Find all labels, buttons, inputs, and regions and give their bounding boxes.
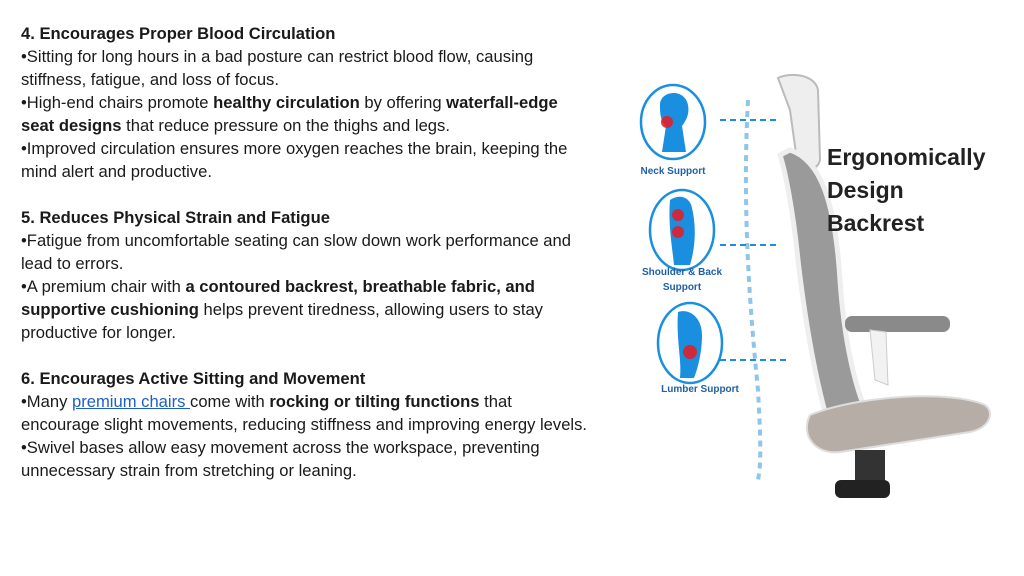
- premium-chairs-link[interactable]: premium chairs: [72, 392, 191, 411]
- lumbar-support-label: Lumber Support: [661, 384, 739, 395]
- section-5-heading: 5. Reduces Physical Strain and Fatigue: [21, 208, 330, 227]
- lumbar-support-badge: [656, 301, 724, 385]
- neck-support-label: Neck Support: [640, 166, 706, 177]
- seat-cushion: [805, 395, 991, 454]
- shoulder-back-support-badge: [648, 188, 716, 272]
- ergonomic-chair-figure: Neck Support Shoulder & Back Support Lum…: [630, 60, 1000, 510]
- section-6-bullet-1: •Many premium chairs come with rocking o…: [21, 392, 588, 434]
- neck-support-badge: [639, 83, 707, 161]
- figure-title-line2: Design: [827, 177, 904, 203]
- figure-title-line1: Ergonomically: [827, 144, 986, 170]
- section-4-bullet-2: •High-end chairs promote healthy circula…: [21, 93, 558, 135]
- armrest-pad: [845, 316, 950, 332]
- shoulder-back-label-line2: Support: [663, 282, 702, 293]
- chair-base: [855, 450, 885, 485]
- section-6-bullet-2: •Swivel bases allow easy movement across…: [21, 438, 540, 480]
- section-6-heading: 6. Encourages Active Sitting and Movemen…: [21, 369, 366, 388]
- article-text: 4. Encourages Proper Blood Circulation •…: [21, 22, 591, 482]
- spine-curve-line: [743, 99, 763, 481]
- shoulder-back-label-line1: Shoulder & Back: [642, 267, 722, 278]
- chair-wheel: [835, 480, 890, 498]
- section-5-bullet-2: •A premium chair with a contoured backre…: [21, 277, 543, 342]
- section-4-bullet-3: •Improved circulation ensures more oxyge…: [21, 139, 568, 181]
- armrest-support: [869, 329, 889, 386]
- chair-illustration: Neck Support Shoulder & Back Support Lum…: [639, 73, 991, 498]
- section-4-heading: 4. Encourages Proper Blood Circulation: [21, 24, 336, 43]
- section-4-bullet-1: •Sitting for long hours in a bad posture…: [21, 47, 534, 89]
- section-5-bullet-1: •Fatigue from uncomfortable seating can …: [21, 231, 571, 273]
- figure-title-line3: Backrest: [827, 210, 925, 236]
